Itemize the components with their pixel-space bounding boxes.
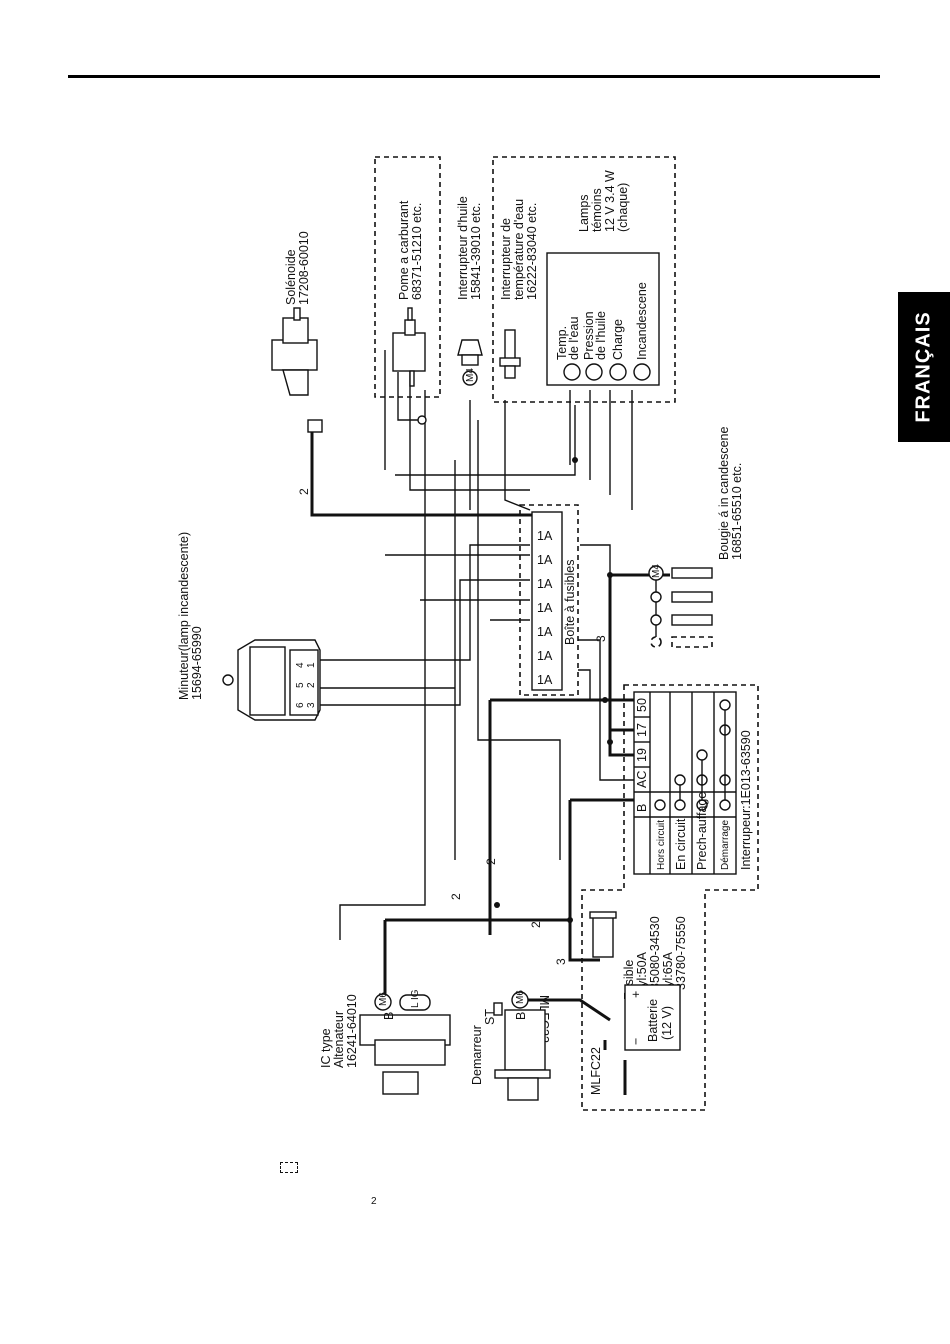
header-rule bbox=[68, 75, 880, 78]
lamp-icons bbox=[563, 363, 651, 381]
switch-label: Interrupeur:1E013-63590 bbox=[739, 730, 753, 870]
fuse-3: 1A bbox=[537, 577, 553, 591]
page-number: 2 bbox=[371, 1196, 377, 1207]
glow-plug-icons: M4 bbox=[648, 564, 713, 648]
switch-table bbox=[633, 691, 737, 875]
fuse-2: 1A bbox=[537, 553, 553, 567]
lamps-each: (chaque) bbox=[616, 183, 630, 232]
oil-switch-part: 15841-39010 etc. bbox=[469, 203, 483, 300]
switch-row-off: Hors circuit bbox=[656, 820, 667, 870]
timer-part: 15694-65990 bbox=[190, 626, 204, 700]
alternator-terminal-b: B bbox=[382, 1012, 396, 1020]
switch-col-19: 19 bbox=[635, 748, 649, 762]
alternator-icon bbox=[359, 993, 451, 1095]
oil-switch-label: Interrupteur d'huile bbox=[456, 196, 470, 300]
water-temp-switch-icon bbox=[499, 329, 521, 379]
junction-dots bbox=[494, 457, 613, 923]
language-tab: FRANÇAIS bbox=[898, 292, 950, 442]
battery-label: Batterie bbox=[646, 999, 660, 1042]
starter-terminal-b: B bbox=[514, 1012, 528, 1020]
fuse-5: 1A bbox=[537, 625, 553, 639]
water-temp-label-2: température d'eau bbox=[512, 199, 526, 300]
wires-thin bbox=[310, 320, 640, 940]
lamp-temp-label-1: Temp. bbox=[555, 326, 569, 360]
alternator-type: IC type bbox=[319, 1028, 333, 1068]
fuel-pump-icon bbox=[392, 307, 427, 425]
solenoid-part: 17208-60010 bbox=[297, 231, 311, 305]
alternator-label: Altenateur bbox=[332, 1011, 346, 1068]
alternator-terminals: L IG bbox=[410, 989, 421, 1008]
alternator-part: 16241-64010 bbox=[345, 994, 359, 1068]
glow-plug-part: 16851-65510 etc. bbox=[730, 463, 744, 560]
starter-label: Demarreur bbox=[470, 1025, 484, 1085]
gauge-label: 2 bbox=[529, 921, 543, 928]
lamps-spec: 12 V 3.4 W bbox=[603, 170, 617, 232]
timer-pin-5: 5 bbox=[295, 682, 306, 688]
battery-plus: + bbox=[629, 991, 643, 998]
lamp-panel bbox=[546, 252, 660, 386]
gauge-label: 3 bbox=[554, 958, 568, 965]
svg-text:M4: M4 bbox=[465, 368, 476, 382]
timer-pin-1: 1 bbox=[306, 662, 317, 668]
switch-col-b: B bbox=[635, 804, 649, 812]
fuel-pump-enclosure bbox=[374, 156, 441, 398]
starter-terminal-st: ST bbox=[483, 1009, 497, 1025]
fuse-7: 1A bbox=[537, 673, 553, 687]
svg-text:M6: M6 bbox=[515, 990, 526, 1004]
lamp-oil-label-2: de l'huile bbox=[594, 311, 608, 360]
legend-dashed-box bbox=[280, 1162, 298, 1173]
svg-text:M6: M6 bbox=[378, 992, 389, 1006]
cable-label-mlfc-bottom: MLFC22 bbox=[589, 1047, 603, 1095]
lamp-temp-label-2: de l'eau bbox=[567, 317, 581, 360]
fuse-part-3cyl: 35080-34530 bbox=[648, 916, 662, 990]
switch-row-on: En circuit bbox=[674, 818, 688, 870]
lamp-charge-label: Charge bbox=[611, 319, 625, 360]
gauge-label: 2 bbox=[297, 488, 311, 495]
water-temp-label-1: Interrupteur de bbox=[499, 218, 513, 300]
battery-voltage: (12 V) bbox=[660, 1006, 674, 1040]
timer-label: Minuteur(lamp incandescente) bbox=[177, 532, 191, 700]
fuse-labels: 1A 1A 1A 1A 1A 1A 1A bbox=[537, 529, 553, 687]
switch-row-preheat: Prech-auffage bbox=[695, 792, 709, 870]
battery-icon bbox=[624, 984, 681, 1051]
svg-text:M4: M4 bbox=[651, 564, 662, 578]
gauge-label: 2 bbox=[484, 858, 498, 865]
solenoid-label: Solénoide bbox=[284, 249, 298, 305]
timer-pin-6: 6 bbox=[295, 702, 306, 708]
fuse-block bbox=[531, 511, 563, 691]
glow-plug-label: Bougie á in candescene bbox=[717, 427, 731, 560]
fuse-box-label: Boîte à fusibles bbox=[563, 560, 577, 645]
fuse-4: 1A bbox=[537, 601, 553, 615]
timer-unit: 4 5 6 1 2 3 bbox=[222, 639, 321, 721]
lamp-oil-label-1: Pression bbox=[582, 311, 596, 360]
switch-col-50: 50 bbox=[635, 698, 649, 712]
fuel-pump-part: 68371-51210 etc. bbox=[410, 203, 424, 300]
fuel-pump-label: Pome a carburant bbox=[397, 200, 411, 300]
timer-pin-4: 4 bbox=[295, 662, 306, 668]
timer-pin-3: 3 bbox=[306, 702, 317, 708]
lamps-title-2: témoins bbox=[590, 188, 604, 232]
lamps-title-1: Lamps bbox=[577, 194, 591, 232]
sensor-lamp-enclosure bbox=[492, 156, 676, 403]
switch-col-ac: AC bbox=[635, 771, 649, 788]
switch-row-start: Démarrage bbox=[720, 820, 731, 870]
timer-pin-2: 2 bbox=[306, 682, 317, 688]
fuse-1: 1A bbox=[537, 529, 553, 543]
lamp-glow-label: Incandescene bbox=[635, 282, 649, 360]
main-fuse-icon bbox=[589, 911, 617, 958]
oil-switch-icon: M4 bbox=[457, 339, 483, 386]
starter-icon bbox=[493, 991, 551, 1101]
switch-battery-enclosure bbox=[581, 684, 759, 1111]
fuse-part-4cyl: 33780-75550 bbox=[674, 916, 688, 990]
wires-thick bbox=[310, 420, 670, 1095]
water-temp-part: 16222-83040 etc. bbox=[525, 203, 539, 300]
solenoid-icon bbox=[271, 307, 323, 433]
battery-minus: − bbox=[629, 1038, 643, 1045]
fuse-6: 1A bbox=[537, 649, 553, 663]
switch-col-17: 17 bbox=[635, 723, 649, 737]
gauge-label: 3 bbox=[594, 635, 608, 642]
gauge-label: 2 bbox=[449, 893, 463, 900]
